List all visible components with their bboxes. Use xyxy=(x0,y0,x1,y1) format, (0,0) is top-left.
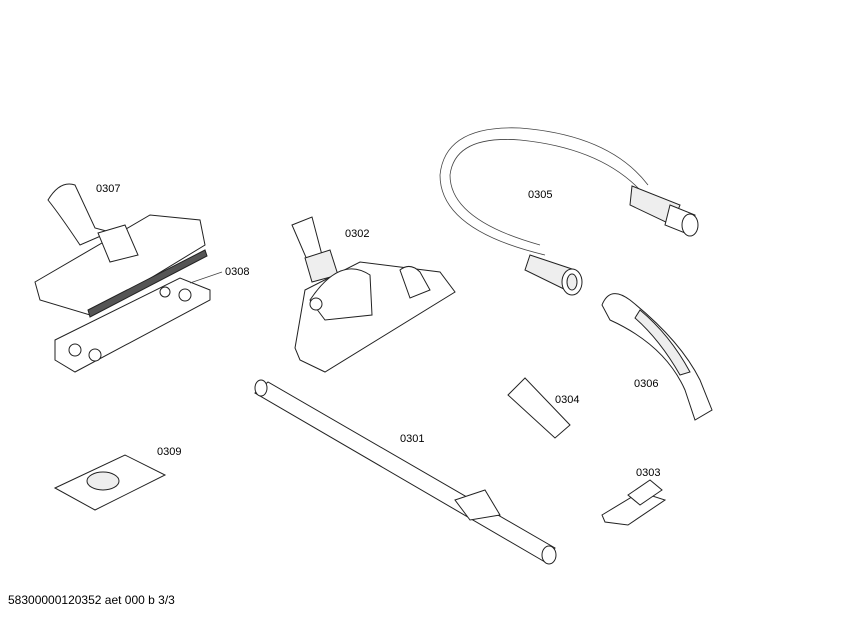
part-label-0307: 0307 xyxy=(96,183,121,195)
part-hose-0305 xyxy=(439,127,699,296)
part-dust-bag-0309 xyxy=(53,454,167,511)
part-floor-nozzle-0302 xyxy=(291,216,456,373)
part-handle-0306 xyxy=(601,293,713,421)
part-tube-0301 xyxy=(254,379,557,565)
part-label-0305: 0305 xyxy=(528,189,553,201)
part-label-0306: 0306 xyxy=(634,378,659,390)
part-nozzle-base-0308 xyxy=(54,271,223,373)
part-floor-nozzle-0307 xyxy=(34,183,208,318)
part-label-0308: 0308 xyxy=(225,266,250,278)
part-label-0304: 0304 xyxy=(555,394,580,406)
part-crevice-tool-0304 xyxy=(507,377,571,439)
part-label-0301: 0301 xyxy=(400,433,425,445)
part-label-0309: 0309 xyxy=(157,446,182,458)
part-upholstery-nozzle-0303 xyxy=(601,479,667,526)
part-label-0303: 0303 xyxy=(636,467,661,479)
document-footer-code: 58300000120352 aet 000 b 3/3 xyxy=(8,593,175,607)
part-label-0302: 0302 xyxy=(345,228,370,240)
